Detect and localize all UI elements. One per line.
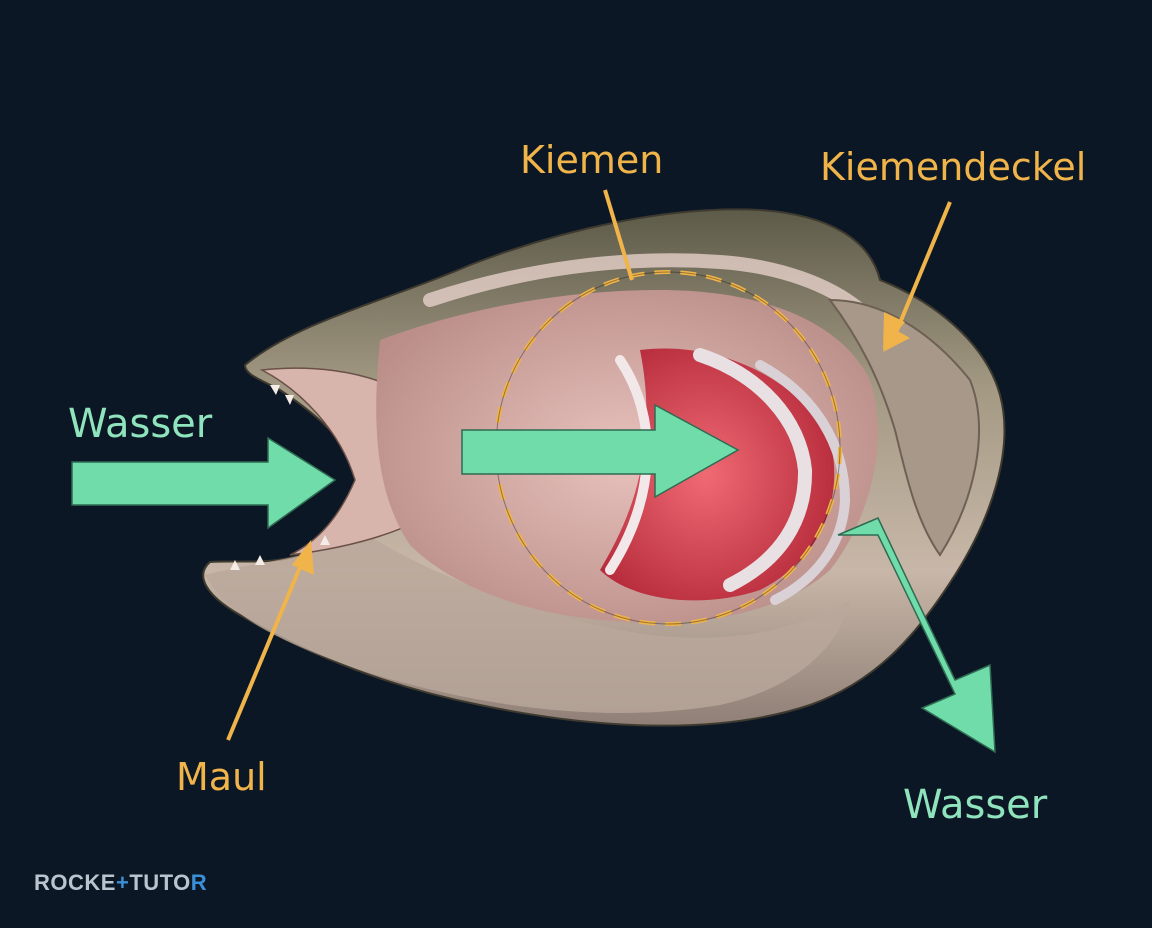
gill-cover [827, 298, 980, 557]
mouth-pointer-arrow-icon [226, 540, 314, 741]
watermark-end: R [190, 870, 208, 895]
watermark-right: TUTO [129, 870, 191, 895]
lower-jaw [205, 530, 850, 713]
gills-pointer-arrow-icon [603, 189, 634, 281]
gill-cover-label: Kiemendeckel [820, 145, 1086, 189]
gill-cover-pointer-arrow-icon [883, 201, 952, 352]
teeth [230, 385, 330, 570]
water-in-label: Wasser [68, 401, 213, 447]
watermark-left: ROCKE [34, 870, 116, 895]
water-through-gills-arrow-icon [461, 403, 740, 499]
gills-label: Kiemen [520, 138, 663, 182]
water-out-arrow-icon [837, 517, 996, 754]
water-in-arrow-icon [71, 436, 337, 530]
watermark-plus: + [115, 870, 130, 895]
skull-ridge [423, 253, 867, 317]
rocketutor-watermark: ROCKE+TUTOR [34, 870, 207, 896]
mouth-label: Maul [176, 755, 267, 799]
water-out-label: Wasser [903, 782, 1048, 828]
